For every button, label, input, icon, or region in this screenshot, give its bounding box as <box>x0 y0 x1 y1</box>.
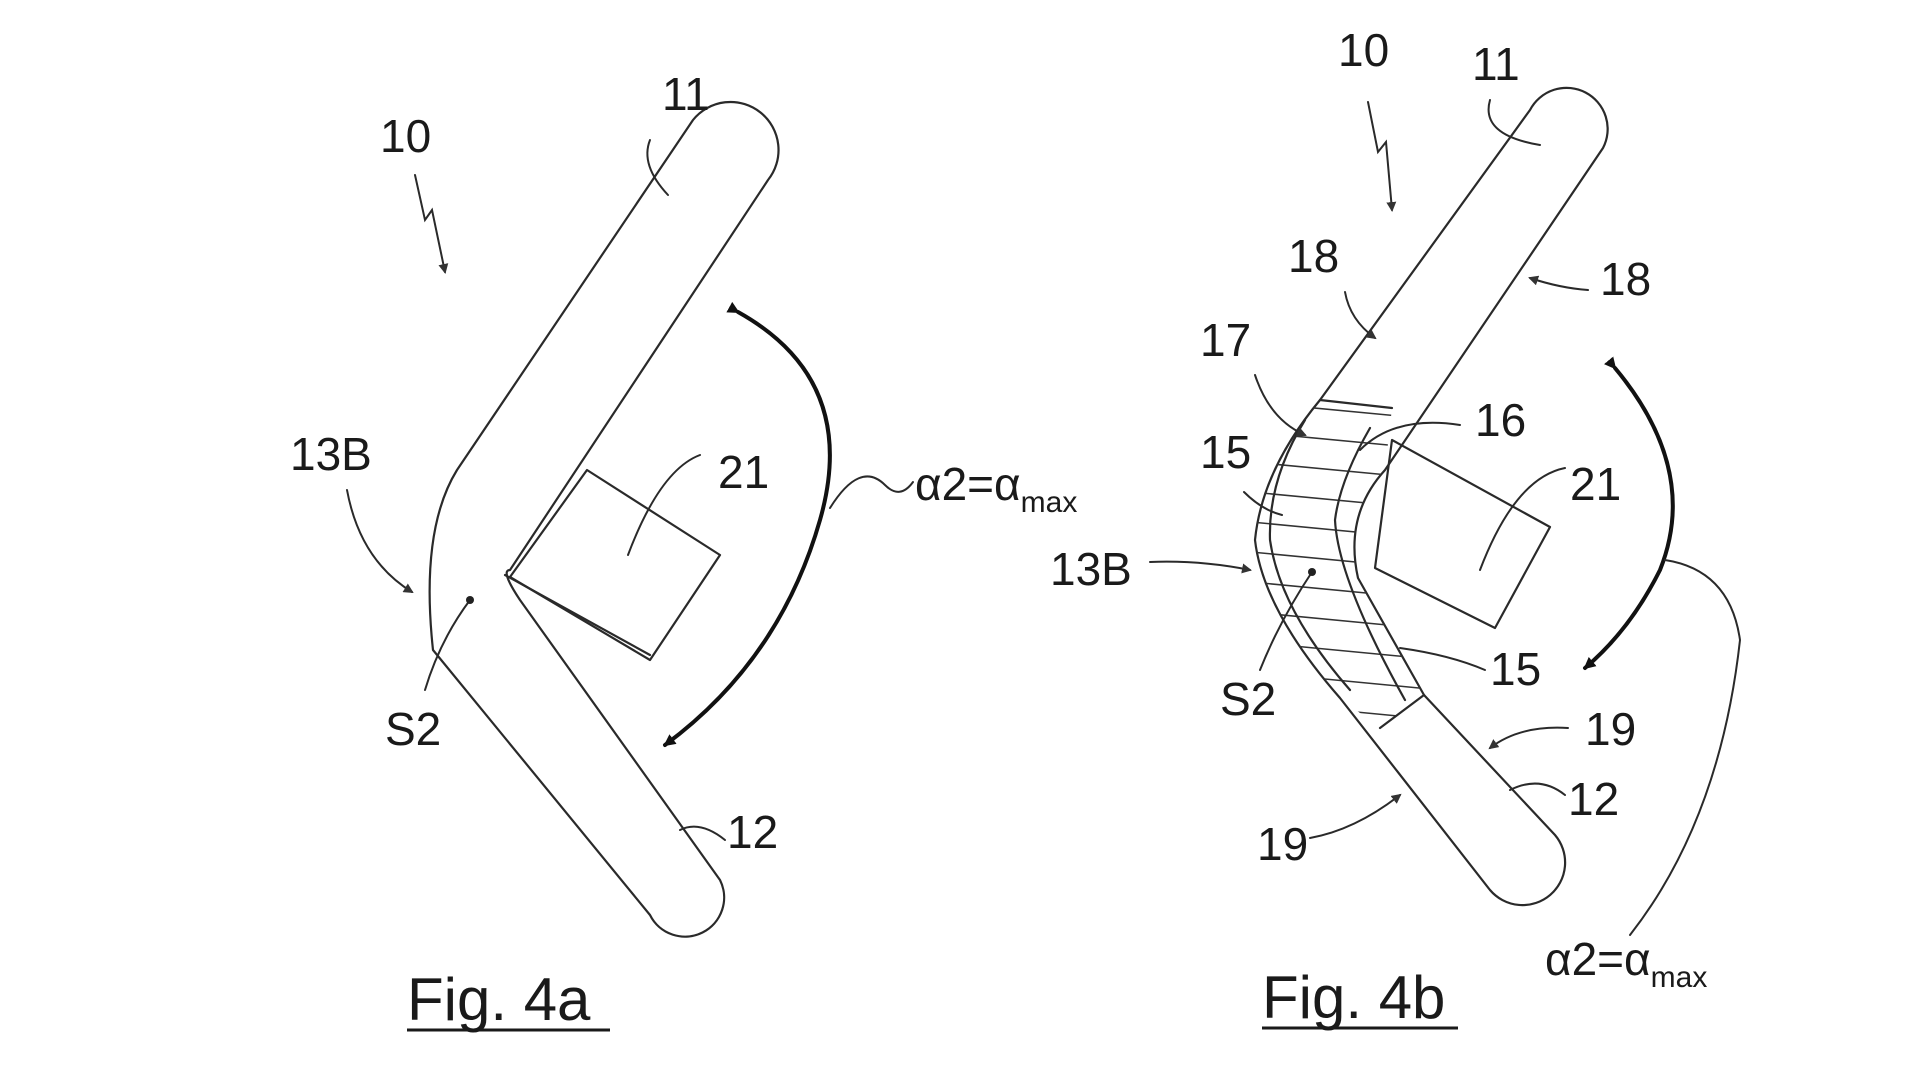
fig4a-angle-arc <box>663 301 832 747</box>
fig4b-label-16: 16 <box>1475 394 1526 446</box>
fig4b-label-15b: 15 <box>1490 643 1541 695</box>
fig4a-arrow-13b <box>346 489 414 594</box>
fig4a-caption: Fig. 4a <box>407 966 591 1033</box>
fig4a-label-10: 10 <box>380 110 431 162</box>
fig4b-label-13b: 13B <box>1050 543 1132 595</box>
fig4a-angle-label: α2=αmax <box>915 458 1077 519</box>
figure-4a: 11 10 13B 21 S2 12 α2=αmax Fig. 4a <box>290 68 1077 1033</box>
fig4b-arrow-18a <box>1344 291 1377 340</box>
fig4b-label-18a: 18 <box>1288 230 1339 282</box>
fig4a-arrow-10 <box>414 174 449 274</box>
fig4a-leader-11 <box>646 139 669 196</box>
fig4b-angle-arc <box>1583 356 1675 670</box>
fig4a-label-12: 12 <box>727 806 778 858</box>
fig4b-sensor-block <box>1373 438 1552 630</box>
fig4b-leader-12 <box>1509 782 1566 796</box>
fig4b-inner-strip-inner <box>1333 426 1407 702</box>
fig4b-label-17: 17 <box>1200 314 1251 366</box>
fig4a-leader-21 <box>627 454 701 556</box>
fig4b-arrow-13b <box>1149 560 1252 574</box>
fig4b-leader-15a <box>1243 491 1283 516</box>
fig4a-leader-12 <box>679 825 726 841</box>
fig4b-point-s2 <box>1308 568 1316 576</box>
fig4b-label-19b: 19 <box>1257 818 1308 870</box>
fig4b-leader-11 <box>1487 99 1541 146</box>
fig4b-inner-strip-outer <box>1268 418 1352 692</box>
fig4b-arrow-19a <box>1488 726 1569 750</box>
fig4b-bent-bar-outline <box>1253 86 1609 907</box>
fig4b-hatch-top-edge <box>1318 398 1394 410</box>
fig4b-label-11: 11 <box>1472 38 1520 90</box>
fig4a-leader-s2 <box>424 599 471 691</box>
fig4b-label-s2: S2 <box>1220 673 1276 725</box>
fig4b-leader-16 <box>1359 421 1461 451</box>
fig4b-label-19a: 19 <box>1585 703 1636 755</box>
fig4a-label-s2: S2 <box>385 703 441 755</box>
figure-4b: 10 11 18 18 17 16 15 21 13B 15 S2 19 12 … <box>1050 24 1742 1031</box>
fig4a-bent-bar-outline <box>428 100 780 938</box>
fig4b-angle-label: α2=αmax <box>1545 933 1707 994</box>
fig4a-label-11: 11 <box>662 68 710 120</box>
fig4b-hatch-bottom-edge <box>1378 693 1426 730</box>
fig4b-label-21: 21 <box>1570 458 1621 510</box>
fig4b-leader-s2 <box>1259 571 1313 671</box>
fig4b-arrow-17 <box>1254 374 1307 437</box>
fig4b-leader-15b <box>1399 647 1486 671</box>
fig4a-label-13b: 13B <box>290 428 372 480</box>
fig4b-arrow-10 <box>1367 101 1397 212</box>
fig4b-angle-leader <box>1629 559 1742 936</box>
fig4b-label-15a: 15 <box>1200 426 1251 478</box>
fig4a-label-21: 21 <box>718 446 769 498</box>
fig4b-arrow-19b <box>1309 793 1402 839</box>
fig4b-label-10: 10 <box>1338 24 1389 76</box>
fig4a-point-s2 <box>466 596 474 604</box>
fig4b-arrow-18b <box>1528 275 1589 291</box>
fig4a-angle-leader <box>829 475 914 509</box>
fig4b-label-18b: 18 <box>1600 253 1651 305</box>
fig4b-leader-21 <box>1479 467 1566 571</box>
fig4b-label-12: 12 <box>1568 773 1619 825</box>
fig4b-caption: Fig. 4b <box>1262 964 1445 1031</box>
